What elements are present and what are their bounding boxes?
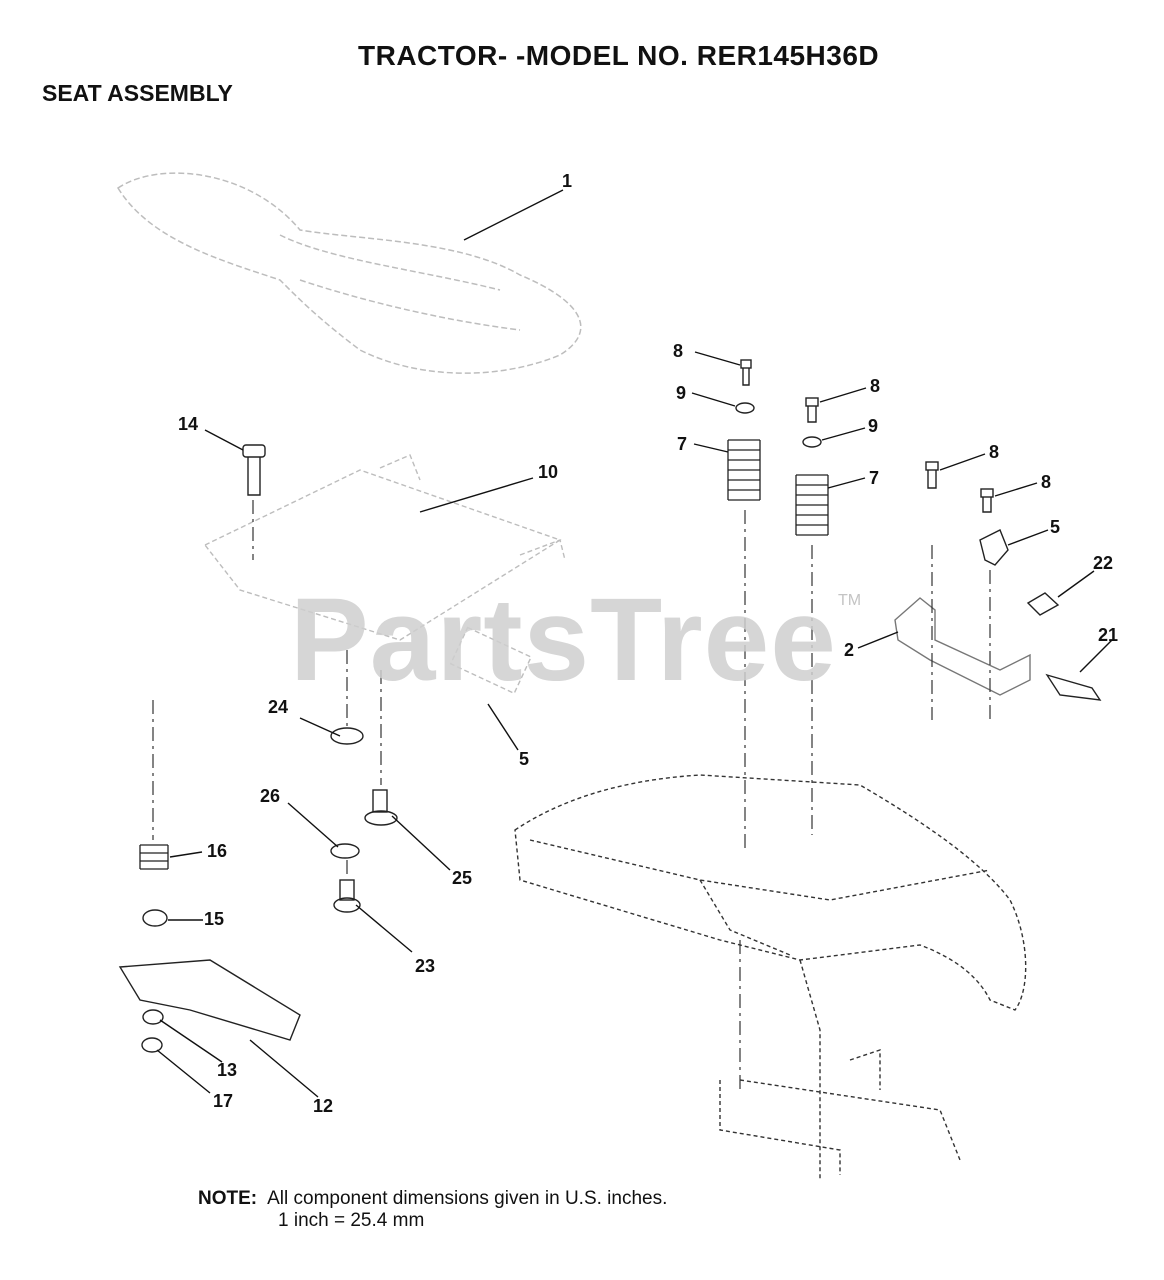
- callout-8-b: 8: [870, 376, 880, 396]
- callout-23: 23: [415, 956, 435, 976]
- callout-21: 21: [1098, 625, 1118, 645]
- seat-bracket-part-2: [894, 597, 1031, 696]
- callout-15: 15: [204, 909, 224, 929]
- callout-8-c: 8: [989, 442, 999, 462]
- callout-9-left: 9: [676, 383, 686, 403]
- page-title: TRACTOR- -MODEL NO. RER145H36D: [358, 40, 880, 71]
- fender-frame: [514, 774, 1027, 1180]
- note-line-1: All component dimensions given in U.S. i…: [267, 1188, 668, 1209]
- seat-pan-part-10: [203, 454, 566, 695]
- spring-part-7-right: [795, 474, 829, 536]
- watermark-logo: PartsTree: [290, 574, 837, 706]
- callout-10: 10: [538, 462, 558, 482]
- callout-9-right: 9: [868, 416, 878, 436]
- hardware-parts: [118, 359, 1102, 1053]
- callout-17: 17: [213, 1091, 233, 1111]
- callout-16: 16: [207, 841, 227, 861]
- callout-14: 14: [178, 414, 198, 434]
- callout-7-right: 7: [869, 468, 879, 488]
- trademark-mark: TM: [838, 592, 862, 609]
- dimension-note: NOTE: All component dimensions given in U…: [198, 1188, 667, 1232]
- callout-7-left: 7: [677, 434, 687, 454]
- callout-5-right: 5: [1050, 517, 1060, 537]
- callout-12: 12: [313, 1096, 333, 1116]
- callout-2: 2: [844, 640, 854, 660]
- leader-lines: [156, 189, 1113, 1098]
- callout-22: 22: [1093, 553, 1113, 573]
- spring-part-7-left: [727, 439, 761, 501]
- callout-26: 26: [260, 786, 280, 806]
- alignment-lines: [152, 500, 991, 1090]
- callout-1: 1: [562, 171, 572, 191]
- callout-8-a: 8: [673, 341, 683, 361]
- callout-5-left: 5: [519, 749, 529, 769]
- seat-part-1: [116, 172, 582, 374]
- assembly-subtitle: SEAT ASSEMBLY: [42, 80, 233, 106]
- note-label: NOTE:: [198, 1188, 258, 1209]
- spring-part-16: [139, 844, 169, 870]
- callout-13: 13: [217, 1060, 237, 1080]
- note-line-2: 1 inch = 25.4 mm: [278, 1210, 425, 1231]
- callout-8-d: 8: [1041, 472, 1051, 492]
- callout-25: 25: [452, 868, 472, 888]
- callout-24: 24: [268, 697, 288, 717]
- callout-labels: 1 2 5 5 7 7 8 8 8 8 9 9 10 12 13 14 15 1…: [178, 171, 1118, 1116]
